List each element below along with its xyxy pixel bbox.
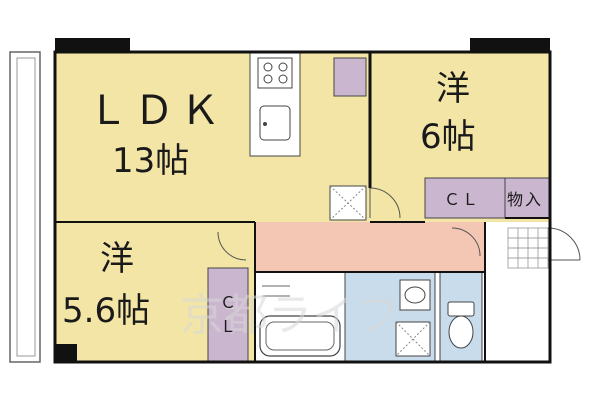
entrance-tiles bbox=[507, 227, 549, 269]
closet-west-label-l: Ｌ bbox=[220, 317, 238, 336]
closet-east bbox=[424, 177, 506, 219]
western-56-name: 洋 bbox=[100, 239, 134, 279]
fridge-space bbox=[329, 185, 367, 221]
washroom bbox=[344, 271, 436, 363]
toilet bbox=[439, 271, 483, 363]
western-6-size: 6帖 bbox=[420, 117, 476, 157]
kitchen-counter bbox=[249, 51, 301, 157]
wall-block-top-left bbox=[55, 38, 130, 52]
doors bbox=[217, 187, 581, 261]
walls bbox=[53, 50, 552, 364]
ldk-alcove bbox=[333, 57, 367, 97]
storage-label: 物入 bbox=[507, 190, 543, 209]
wall-block-bottom-left bbox=[55, 344, 77, 362]
ldk-room bbox=[55, 52, 370, 222]
ldk-name: ＬＤＫ bbox=[88, 88, 226, 134]
western-56-size: 5.6帖 bbox=[62, 291, 150, 331]
watermark: 京都ライフ bbox=[180, 290, 400, 341]
wall-block-top-right bbox=[470, 38, 550, 52]
western-6-name: 洋 bbox=[436, 69, 470, 109]
ldk-size: 13帖 bbox=[112, 141, 189, 181]
closet-east-label: ＣＬ bbox=[444, 190, 480, 209]
balcony bbox=[9, 51, 41, 363]
entrance bbox=[485, 222, 545, 272]
hallway bbox=[255, 222, 485, 272]
closet-west-label-c: Ｃ bbox=[220, 293, 238, 312]
